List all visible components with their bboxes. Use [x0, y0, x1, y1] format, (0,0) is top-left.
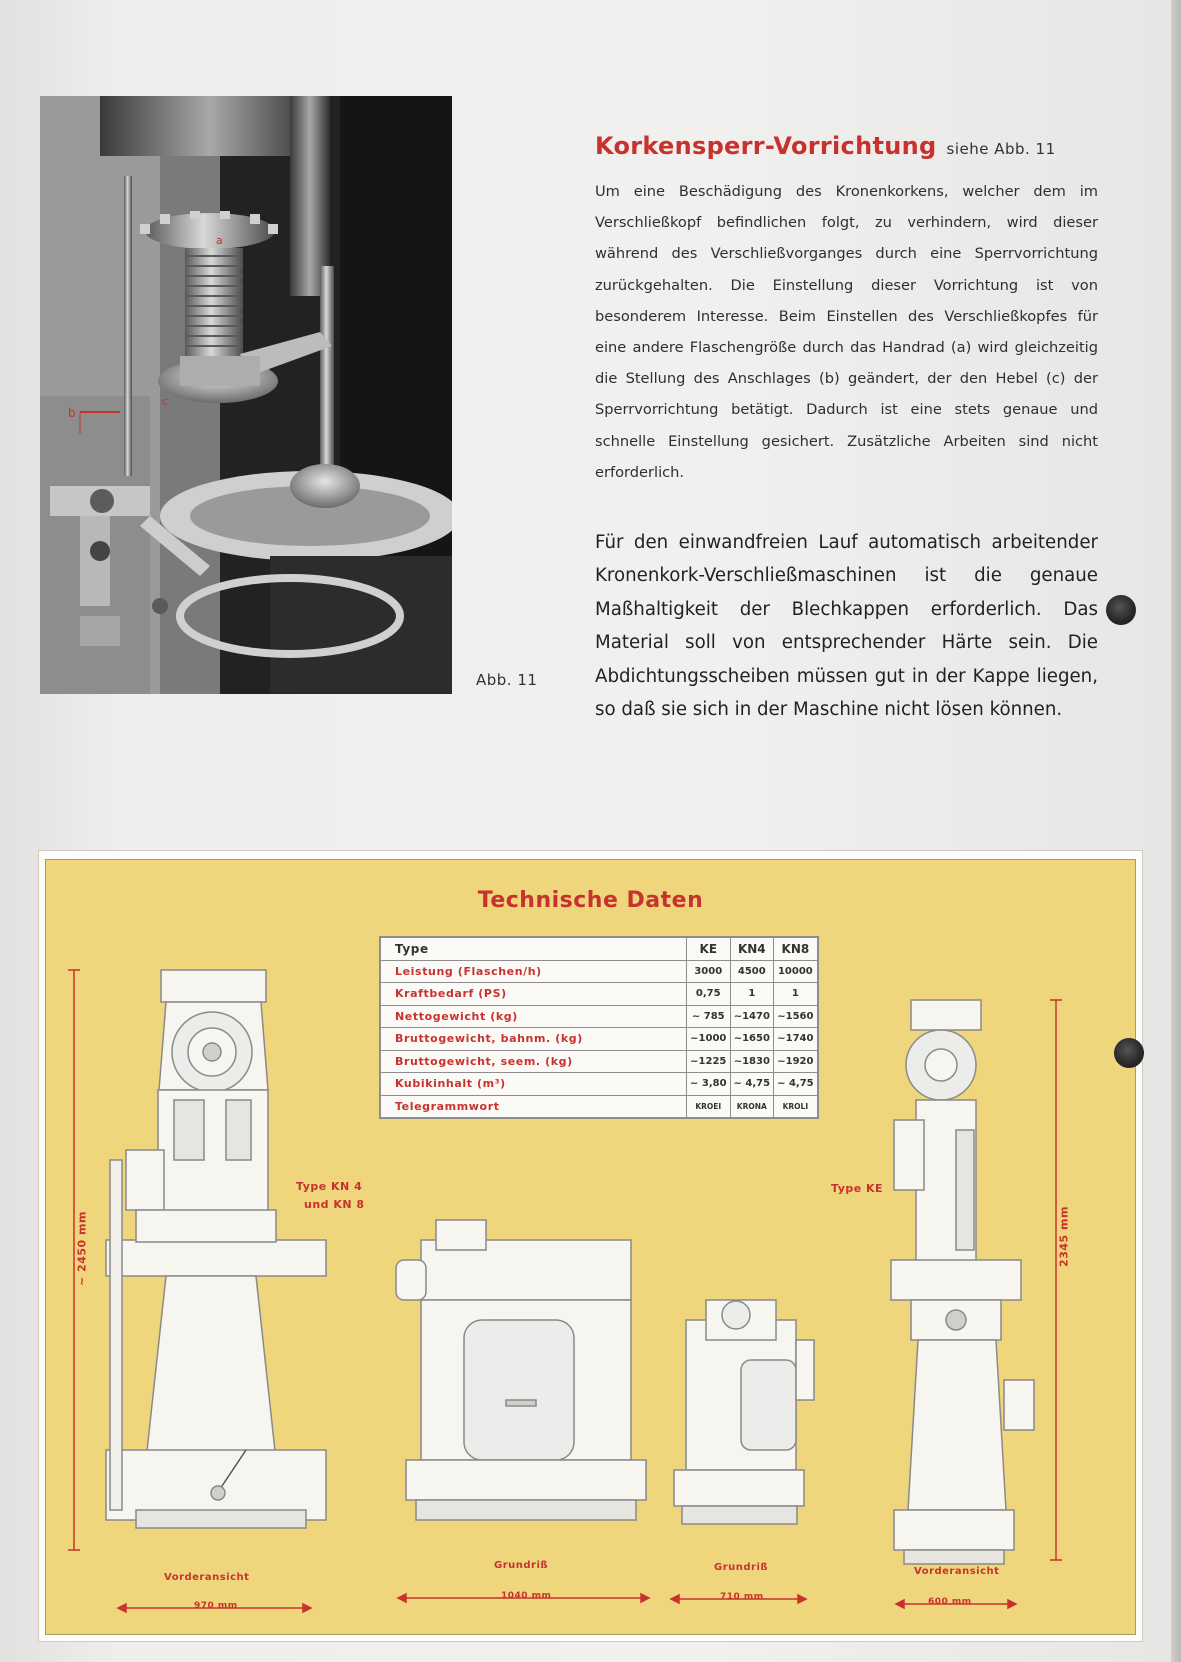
page-edge	[1171, 0, 1181, 1662]
callout-a: a	[216, 234, 223, 247]
technical-data-title: Technische Daten	[477, 888, 704, 913]
table-row: Bruttogewicht, seem. (kg) ~1225 ~1830 ~1…	[379, 1049, 819, 1073]
ke-type-label: Type KE	[831, 1182, 884, 1195]
section-reference: siehe Abb. 11	[946, 140, 1056, 158]
technical-data-panel: Technische Daten Type KE KN4 KN8 Leistun…	[38, 850, 1143, 1642]
punch-hole	[1106, 595, 1136, 625]
kn-front-view-label: Vorderansicht	[164, 1572, 250, 1583]
table-header-cell: KN8	[773, 936, 819, 961]
ke-plan-view-label: Grundriß	[714, 1562, 769, 1573]
kn-type-label-line1: Type KN 4	[296, 1180, 363, 1193]
machine-drawings	[68, 969, 1062, 1614]
ke-front-view-drawing	[890, 999, 1035, 1565]
table-header-row: Type KE KN4 KN8	[379, 936, 819, 961]
table-row: Telegrammwort KROEI KRONA KROLI	[379, 1094, 819, 1119]
table-row: Kraftbedarf (PS) 0,75 1 1	[379, 982, 819, 1006]
table-cell: KROEI	[686, 1094, 731, 1119]
kn-plan-view-drawing	[395, 1219, 647, 1521]
ke-front-view-label: Vorderansicht	[914, 1566, 1000, 1577]
callout-c: c	[162, 395, 168, 408]
table-cell: KROLI	[773, 1094, 819, 1119]
table-row: Nettogewicht (kg) ~ 785 ~1470 ~1560	[379, 1004, 819, 1028]
ke-height-dimension: 2345 mm	[1057, 1206, 1071, 1267]
kn-height-dimension: ~ 2450 mm	[75, 1211, 89, 1286]
kn-type-label-line2: und KN 8	[304, 1198, 365, 1211]
table-row: Leistung (Flaschen/h) 3000 4500 10000	[379, 959, 819, 983]
machine-photo: a b c	[40, 96, 452, 694]
table-header-cell: KE	[686, 936, 731, 961]
section-heading: Korkensperr-Vorrichtung siehe Abb. 11	[595, 132, 1056, 160]
ke-front-width: 600 mm	[928, 1597, 972, 1607]
table-cell-label: Telegrammwort	[379, 1094, 687, 1119]
kn-front-width: 970 mm	[194, 1601, 238, 1611]
section-title: Korkensperr-Vorrichtung	[595, 132, 937, 160]
section-paragraph-text: Um eine Beschädigung des Kronenkorkens, …	[595, 183, 1098, 481]
intro-paragraph-text: Für den einwandfreien Lauf automatisch a…	[595, 532, 1098, 721]
table-cell: KRONA	[729, 1094, 775, 1119]
table-cell-label: Nettogewicht (kg)	[379, 1004, 687, 1028]
ke-plan-width: 710 mm	[720, 1592, 764, 1602]
kn-plan-view-label: Grundriß	[494, 1560, 549, 1571]
technical-data-table: Type KE KN4 KN8 Leistung (Flaschen/h) 30…	[379, 936, 819, 1119]
table-header-cell: KN4	[729, 936, 775, 961]
technical-data-card: Technische Daten Type KE KN4 KN8 Leistun…	[45, 859, 1136, 1635]
intro-paragraph: Für den einwandfreien Lauf automatisch a…	[595, 526, 1098, 726]
table-cell-label: Leistung (Flaschen/h)	[379, 959, 687, 983]
table-row: Bruttogewicht, bahnm. (kg) ~1000 ~1650 ~…	[379, 1027, 819, 1051]
figure-caption: Abb. 11	[476, 671, 538, 689]
ke-plan-view-drawing	[673, 1299, 815, 1525]
kn-plan-width: 1040 mm	[501, 1591, 552, 1601]
punch-hole	[1114, 1038, 1144, 1068]
table-header-cell: Type	[379, 936, 687, 961]
kn-front-view-drawing	[105, 969, 327, 1529]
section-paragraph: Um eine Beschädigung des Kronenkorkens, …	[595, 176, 1098, 488]
callout-b: b	[68, 406, 76, 420]
